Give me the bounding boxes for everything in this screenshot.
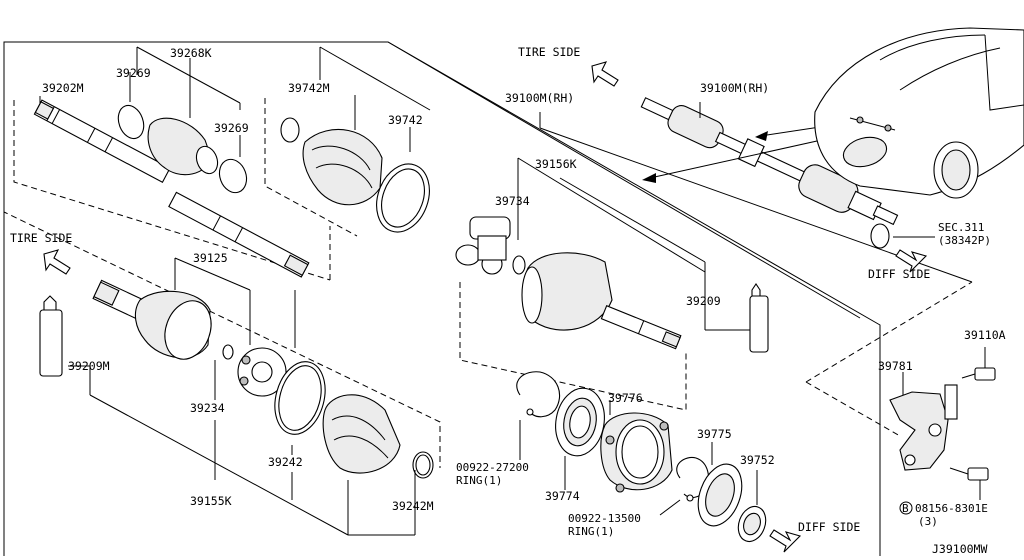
boot-39268K [117,46,248,194]
label-39209: 39209 [686,294,721,308]
seal-39775 [697,442,743,527]
label-39234: 39234 [190,401,225,415]
label-diff-side-right: DIFF SIDE [868,267,930,281]
label-sec-ref-part: (38342P) [938,234,991,247]
lower-dash-frame [3,200,441,468]
label-39155K: 39155K [190,494,232,508]
bolt-39110A [961,347,996,381]
label-39781: 39781 [878,359,913,373]
label-39242: 39242 [268,455,303,469]
snap-ring-00922-13500 [659,456,709,516]
seal-39752 [737,470,767,543]
label-bolt-circle: B [902,502,909,515]
label-sec-ref: SEC.311 [938,221,984,234]
bearing-39774 [555,387,605,490]
shaft-39202M-group [13,96,331,281]
label-39100M-rh: 39100M(RH) [505,91,574,105]
grease-tube-39209M [39,295,63,377]
frame-divider [387,41,861,319]
label-39242M: 39242M [392,499,434,513]
label-39110A: 39110A [964,328,1006,342]
bracket-39781-group [805,281,996,500]
label-39202M: 39202M [42,81,84,95]
label-ring2-name: RING(1) [568,525,614,538]
label-ring2-code: 00922-13500 [568,512,641,525]
label-39100M-rh-top: 39100M(RH) [700,81,769,95]
label-diff-side-bottom: DIFF SIDE [798,520,860,534]
label-39209M: 39209M [68,359,110,373]
label-39742M: 39742M [288,81,330,95]
tripod-joint-39734 [455,216,526,275]
boot-39242-group [274,290,434,479]
outer-cv-joint-39125 [92,279,287,397]
label-39742: 39742 [388,113,423,127]
label-39734: 39734 [495,194,530,208]
tire-side-arrow-top [591,61,619,87]
hub-39776 [600,400,673,493]
diff-side-arrow-bottom [769,529,802,553]
label-39269-b: 39269 [214,121,249,135]
grease-tube-39209 [749,283,769,353]
label-39774: 39774 [545,489,580,503]
label-39775: 39775 [697,427,732,441]
label-39125: 39125 [193,251,228,265]
housing-39156K [459,252,687,411]
diff-side-arrow-right [895,249,928,273]
bolt-08156-8301E [949,467,989,500]
label-tire-side-left: TIRE SIDE [10,231,72,245]
label-39156K: 39156K [535,157,577,171]
label-ring1-code: 00922-27200 [456,461,529,474]
label-39269-a: 39269 [116,66,151,80]
label-39268K: 39268K [170,46,212,60]
diagram-code: J39100MW [932,542,987,556]
snap-ring-00922-27200 [516,371,560,460]
bolt-callout-circle [899,501,913,515]
boot-39742M-group [264,46,431,237]
label-bolt-code: 08156-8301E [915,502,988,515]
label-39776: 39776 [608,391,643,405]
label-bolt-qty: (3) [918,515,938,528]
vehicle-illustration [814,27,1024,199]
label-39752: 39752 [740,453,775,467]
tire-side-arrow-left [43,249,71,275]
label-tire-side-top: TIRE SIDE [518,45,580,59]
label-ring1-name: RING(1) [456,474,502,487]
